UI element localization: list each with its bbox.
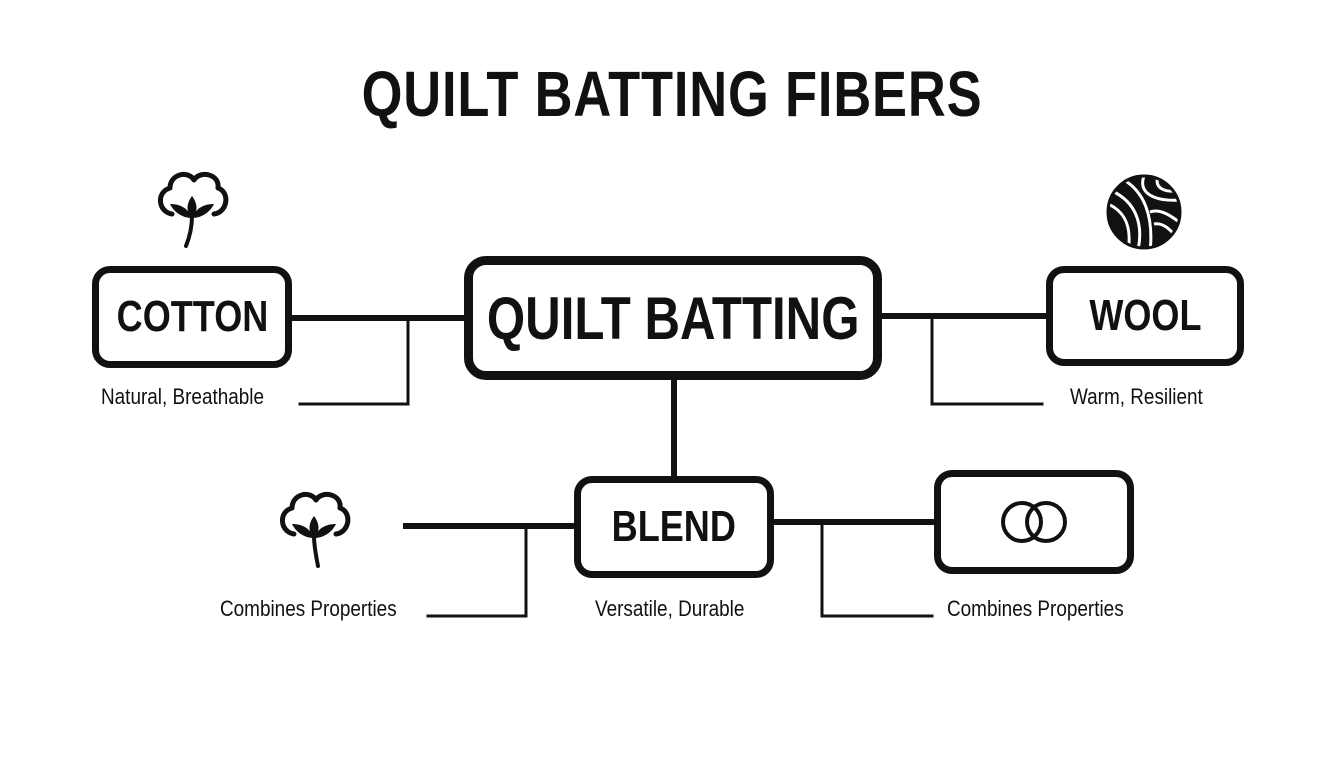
blend-right-node (934, 470, 1134, 574)
connector-cotton-desc (298, 316, 410, 406)
cotton-node-label: COTTON (116, 292, 268, 341)
wool-description: Warm, Resilient (1070, 384, 1203, 409)
connector-blend-left-desc (426, 524, 528, 618)
wool-node: WOOL (1046, 266, 1244, 366)
cotton-boll-icon (158, 171, 229, 248)
blend-description: Versatile, Durable (595, 596, 745, 621)
blend-cotton-boll-icon (280, 491, 351, 568)
blend-node: BLEND (574, 476, 774, 578)
blend-left-description: Combines Properties (220, 596, 397, 621)
center-node: QUILT BATTING (464, 256, 882, 380)
yarn-ball-icon (1106, 174, 1182, 250)
connector-wool-desc (930, 314, 1044, 406)
blend-right-description: Combines Properties (947, 596, 1124, 621)
cotton-node: COTTON (92, 266, 292, 368)
wool-node-label: WOOL (1088, 291, 1202, 340)
interlocking-rings-icon (1001, 501, 1067, 543)
diagram-title: QUILT BATTING FIBERS (361, 58, 983, 130)
cotton-description: Natural, Breathable (101, 384, 265, 409)
blend-node-label: BLEND (611, 502, 737, 551)
connector-blend-right-desc (820, 520, 934, 618)
center-node-label: QUILT BATTING (486, 284, 860, 352)
